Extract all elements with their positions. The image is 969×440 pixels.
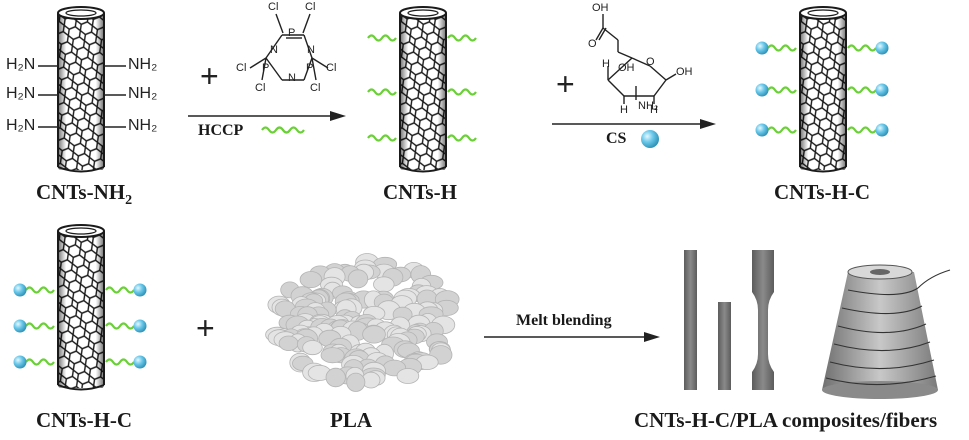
nanotube-h-c-bottom xyxy=(57,224,105,391)
plus-sign: + xyxy=(200,58,219,94)
cs-sphere-icon xyxy=(641,130,659,148)
tensile-specimens xyxy=(684,250,774,390)
hccp-atom: Cl xyxy=(305,1,316,13)
pla-pellets xyxy=(265,253,460,392)
pla-pellet xyxy=(362,325,386,344)
pla-label: PLA xyxy=(330,408,372,432)
hccp-atom: Cl xyxy=(268,1,279,13)
arrow-hccp xyxy=(188,111,346,121)
hccp-atom: P xyxy=(288,27,296,39)
pla-pellet xyxy=(325,367,346,388)
arrow-melt xyxy=(484,332,660,342)
hccp-atom: P xyxy=(306,62,314,74)
nanotube-h xyxy=(399,6,447,173)
hccp-atom: Cl xyxy=(326,62,337,74)
hccp-atom: Cl xyxy=(236,62,247,74)
cs-chains-bottom xyxy=(13,283,147,369)
pla-pellet xyxy=(302,340,323,356)
nanotube-nh2 xyxy=(57,6,105,173)
amine-label: H₂N xyxy=(6,56,36,73)
cs-label: CS xyxy=(606,130,627,147)
cnts-h-c-label-top: CNTs-H-C xyxy=(774,180,871,204)
pla-pellet xyxy=(299,271,323,289)
nanotube-h-c-top xyxy=(799,6,847,173)
hccp-structure xyxy=(249,13,329,81)
cs-atom: OH xyxy=(618,62,635,74)
amine-label: H₂N xyxy=(6,117,36,134)
cs-atom: NH₂ xyxy=(638,100,659,112)
products-label: CNTs-H-C/PLA composites/fibers xyxy=(634,408,938,432)
fiber-spool xyxy=(822,264,951,399)
pla-pellet xyxy=(278,335,299,352)
cs-atom: O xyxy=(646,56,655,68)
melt-blending-label: Melt blending xyxy=(516,312,612,329)
cs-atom: H xyxy=(602,58,610,70)
cs-atom: O xyxy=(588,38,597,50)
amine-label: H₂N xyxy=(6,85,36,102)
hccp-atom: N xyxy=(270,44,278,56)
hccp-atom: Cl xyxy=(310,82,321,94)
plus-sign: + xyxy=(556,66,575,102)
pla-pellet xyxy=(320,347,345,364)
hccp-atom: Cl xyxy=(255,82,266,94)
pla-pellet xyxy=(347,269,369,289)
hccp-atom: N xyxy=(307,44,315,56)
cnts-h-label: CNTs-H xyxy=(383,180,457,204)
amine-label: NH₂ xyxy=(128,85,158,102)
cs-atom: OH xyxy=(592,2,609,14)
cnts-nh2-label: CNTs-NH2 xyxy=(36,180,133,209)
pla-pellet xyxy=(346,372,366,392)
cs-atom: H xyxy=(620,104,628,116)
cs-chains-top xyxy=(755,41,889,137)
pla-pellet xyxy=(396,368,420,384)
amine-label: NH₂ xyxy=(128,56,158,73)
plus-sign: + xyxy=(196,310,215,346)
amine-label: NH₂ xyxy=(128,117,158,134)
cs-structure xyxy=(595,14,677,104)
cnts-h-c-label-bottom: CNTs-H-C xyxy=(36,408,133,432)
cs-atom: H xyxy=(650,104,658,116)
arrow-cs xyxy=(552,119,716,129)
amine-bonds xyxy=(38,65,126,128)
hccp-label: HCCP xyxy=(198,122,244,139)
hccp-atom: P xyxy=(262,62,270,74)
hccp-atom: N xyxy=(288,72,296,84)
pla-pellet xyxy=(373,276,395,293)
cs-atom: OH xyxy=(676,66,693,78)
